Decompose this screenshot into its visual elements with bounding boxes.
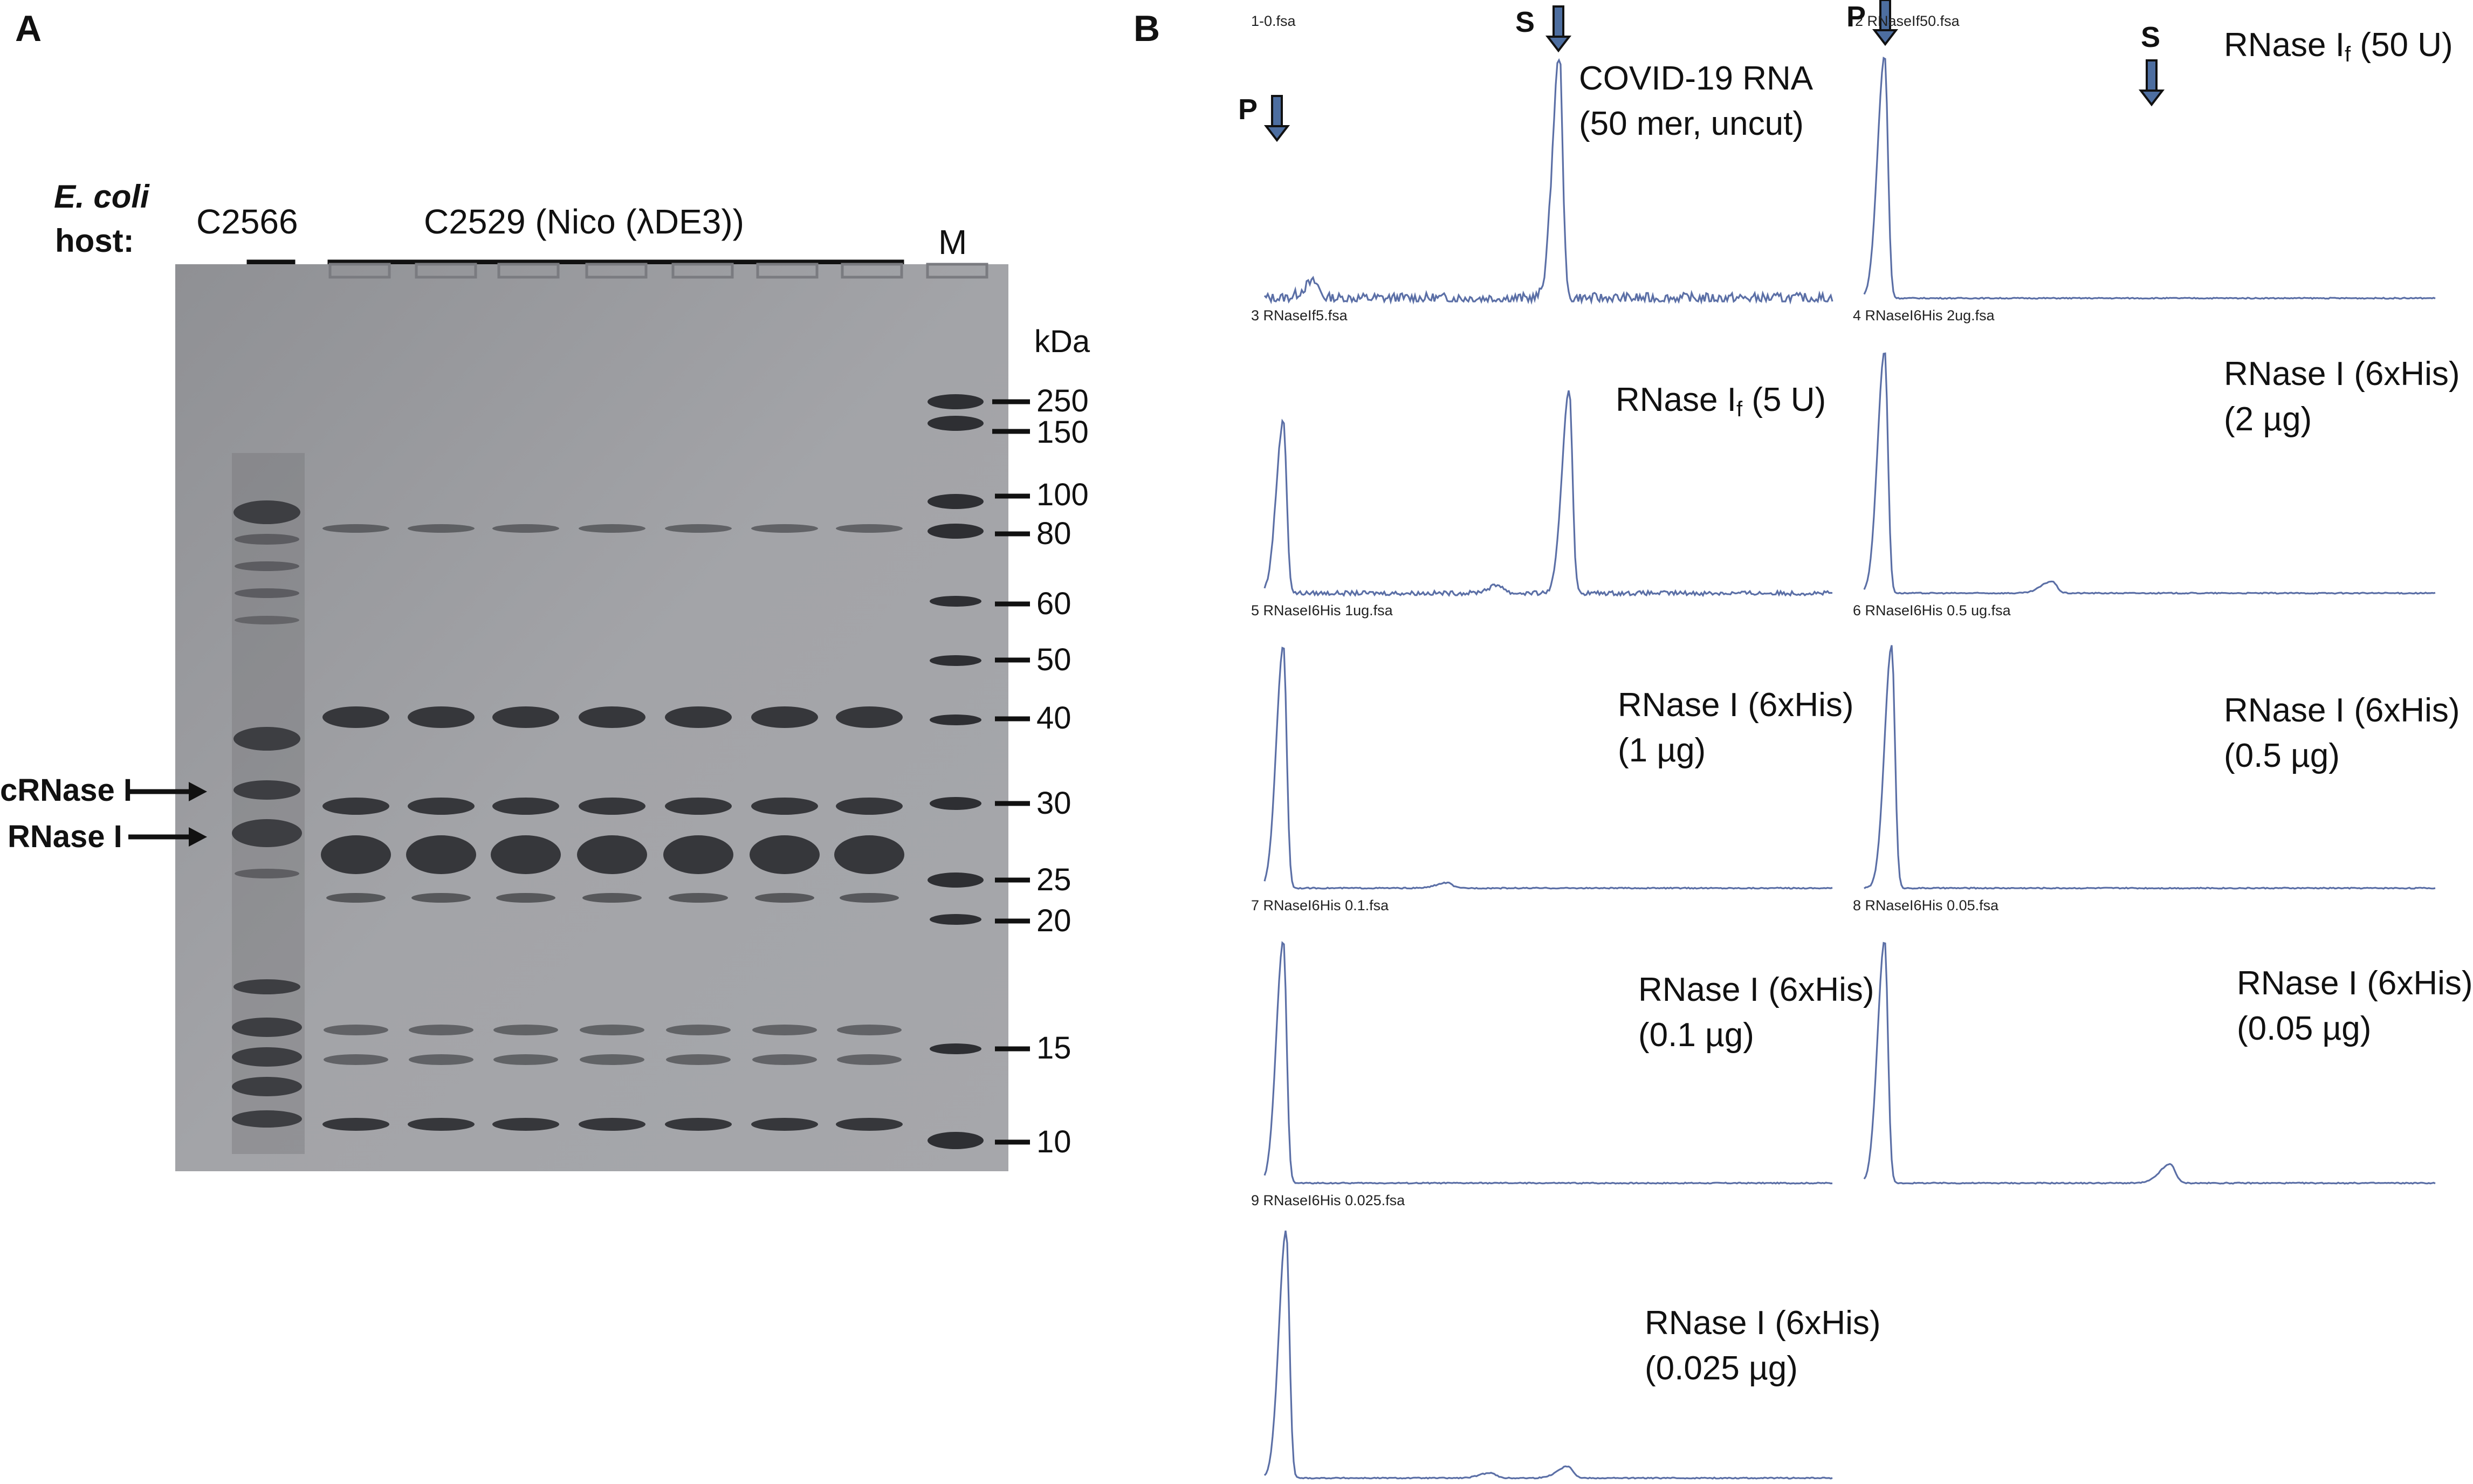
substrate-marker-label: S [2141, 21, 2161, 53]
marker-label: 80 [1036, 516, 1071, 551]
marker-label: 50 [1036, 642, 1071, 677]
trace-line [1263, 390, 1833, 597]
marker-label: 30 [1036, 786, 1071, 821]
marker-lane-bands [928, 394, 984, 1149]
trace-file-label: 3 RNaseIf5.fsa [1251, 307, 1348, 324]
trace-label-line2: (0.5 µg) [2224, 737, 2340, 774]
marker-label: 100 [1036, 477, 1089, 512]
marker-label: 60 [1036, 586, 1071, 621]
rnase-band-label: RNase I [8, 819, 122, 854]
trace-label-line1: COVID-19 RNA [1579, 60, 1813, 97]
trace-label-rnase-if-50: RNase If (50 U) [2224, 23, 2453, 77]
trace-file-label: 5 RNaseI6His 1ug.fsa [1251, 602, 1393, 619]
label-main: RNase I [2224, 26, 2345, 64]
strain-c2566-label: C2566 [196, 202, 298, 241]
label-sub: f [2344, 42, 2351, 67]
marker-lane-label: M [938, 223, 967, 262]
trace-label-line2: (50 mer, uncut) [1579, 105, 1804, 142]
marker-label: 150 [1036, 415, 1089, 450]
trace-file-label: 7 RNaseI6His 0.1.fsa [1251, 897, 1389, 913]
trace-file-label: 2 RNaseIf50.fsa [1855, 13, 1960, 29]
label-main: RNase I [1616, 381, 1736, 418]
gel-image [128, 259, 1030, 1171]
trace-line [1263, 647, 1833, 890]
trace-label-rnase-if-5: RNase If (5 U) [1616, 377, 1826, 432]
label-tail: (50 U) [2351, 26, 2453, 64]
product-marker-label: P [1238, 93, 1258, 126]
trace-label-line2: (1 µg) [1618, 732, 1706, 769]
trace-label-line1: RNase I (6xHis) [1645, 1304, 1881, 1342]
panel-a-letter: A [15, 8, 42, 49]
trace-label-line1: RNase I (6xHis) [2237, 965, 2473, 1002]
host-label-line1: E. coli [54, 178, 149, 215]
trace-file-label: 6 RNaseI6His 0.5 ug.fsa [1853, 602, 2011, 619]
down-arrow-icon [1872, 0, 1899, 46]
marker-label: 25 [1036, 862, 1071, 897]
label-tail: (5 U) [1742, 381, 1826, 418]
strain-c2529-label: C2529 (Nico (λDE3)) [424, 202, 744, 241]
trace-line [1863, 352, 2436, 595]
band-arrows [128, 782, 207, 847]
trace-label-line2: (0.025 µg) [1645, 1350, 1798, 1387]
trace-label-line2: (0.1 µg) [1638, 1016, 1754, 1054]
trace-file-label: 8 RNaseI6His 0.05.fsa [1853, 897, 1999, 913]
down-arrow-icon [1545, 5, 1572, 53]
trace-label-line2: (0.05 µg) [2237, 1010, 2372, 1047]
panel-b-letter: B [1134, 8, 1160, 49]
lane-c2529-bands [321, 524, 904, 1131]
marker-ticks [992, 399, 1030, 1145]
trace-line [1263, 58, 1833, 305]
marker-label: 250 [1036, 383, 1089, 418]
trace-line [1863, 942, 2436, 1185]
trace-line [1863, 57, 2436, 300]
lane-c2566-bands [232, 500, 302, 1128]
trace-label-line2: (2 µg) [2224, 401, 2312, 438]
trace-file-label: 1-0.fsa [1251, 13, 1296, 29]
trace-label-line1: RNase I (6xHis) [1618, 686, 1854, 724]
trace-label-line1: RNase I (6xHis) [2224, 692, 2460, 729]
marker-label: 20 [1036, 903, 1071, 938]
product-marker-label: P [1846, 1, 1866, 33]
label-sub: f [1736, 397, 1743, 422]
marker-label: 10 [1036, 1124, 1071, 1159]
gel-wells [328, 263, 988, 279]
down-arrow-icon [1263, 95, 1290, 142]
trace-label-line1: RNase I (6xHis) [1638, 971, 1874, 1008]
crnase-band-label: cRNase I [0, 773, 133, 808]
marker-label: 15 [1036, 1030, 1071, 1066]
trace-line [1263, 941, 1833, 1185]
host-label-line2: host: [55, 223, 134, 259]
trace-line [1263, 1230, 1833, 1480]
substrate-marker-label: S [1515, 6, 1535, 38]
trace-file-label: 4 RNaseI6His 2ug.fsa [1853, 307, 1995, 324]
trace-file-label: 9 RNaseI6His 0.025.fsa [1251, 1192, 1405, 1208]
trace-line [1864, 645, 2436, 890]
kda-unit-label: kDa [1034, 324, 1090, 359]
down-arrow-icon [2138, 59, 2165, 107]
marker-label: 40 [1036, 700, 1071, 736]
trace-label-line1: RNase I (6xHis) [2224, 355, 2460, 393]
